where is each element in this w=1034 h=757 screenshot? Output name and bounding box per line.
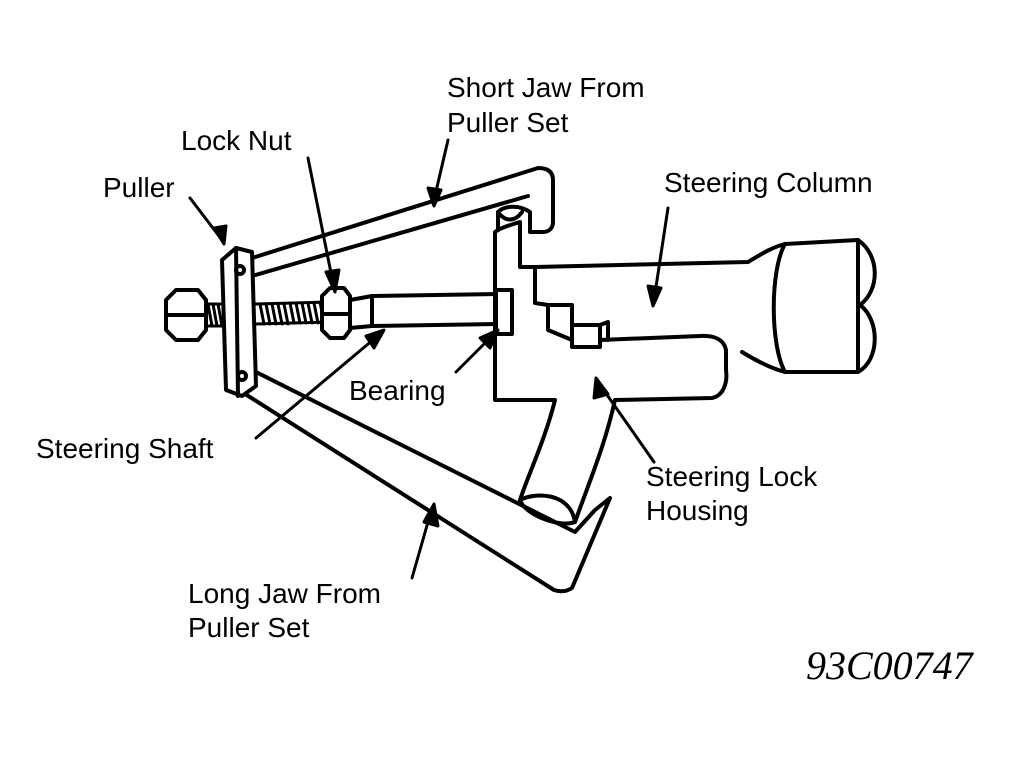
puller-label: Puller [103, 172, 175, 203]
screw [204, 300, 332, 328]
steering-lock-housing [493, 220, 729, 526]
lock-nut-label: Lock Nut [181, 125, 292, 156]
screw-head [164, 288, 208, 342]
figure-id: 93C00747 [806, 643, 973, 688]
steering-column [533, 238, 877, 374]
bearing [494, 288, 514, 336]
leader-arrows [188, 138, 670, 580]
long-jaw-label-line2: Puller Set [188, 612, 310, 643]
steering-shaft-label: Steering Shaft [36, 433, 214, 464]
short-jaw-label-line2: Puller Set [447, 107, 569, 138]
steering-lock-label-line2: Housing [646, 495, 749, 526]
long-jaw-label-line1: Long Jaw From [188, 578, 381, 609]
puller-bar [220, 246, 258, 398]
steering-column-label: Steering Column [664, 167, 873, 198]
steering-shaft [348, 292, 500, 330]
bearing-label: Bearing [349, 375, 446, 406]
lock-nut-shape [320, 286, 352, 340]
long-jaw [240, 368, 612, 594]
steering-lock-label-line1: Steering Lock [646, 461, 818, 492]
short-jaw-label-line1: Short Jaw From [447, 72, 645, 103]
